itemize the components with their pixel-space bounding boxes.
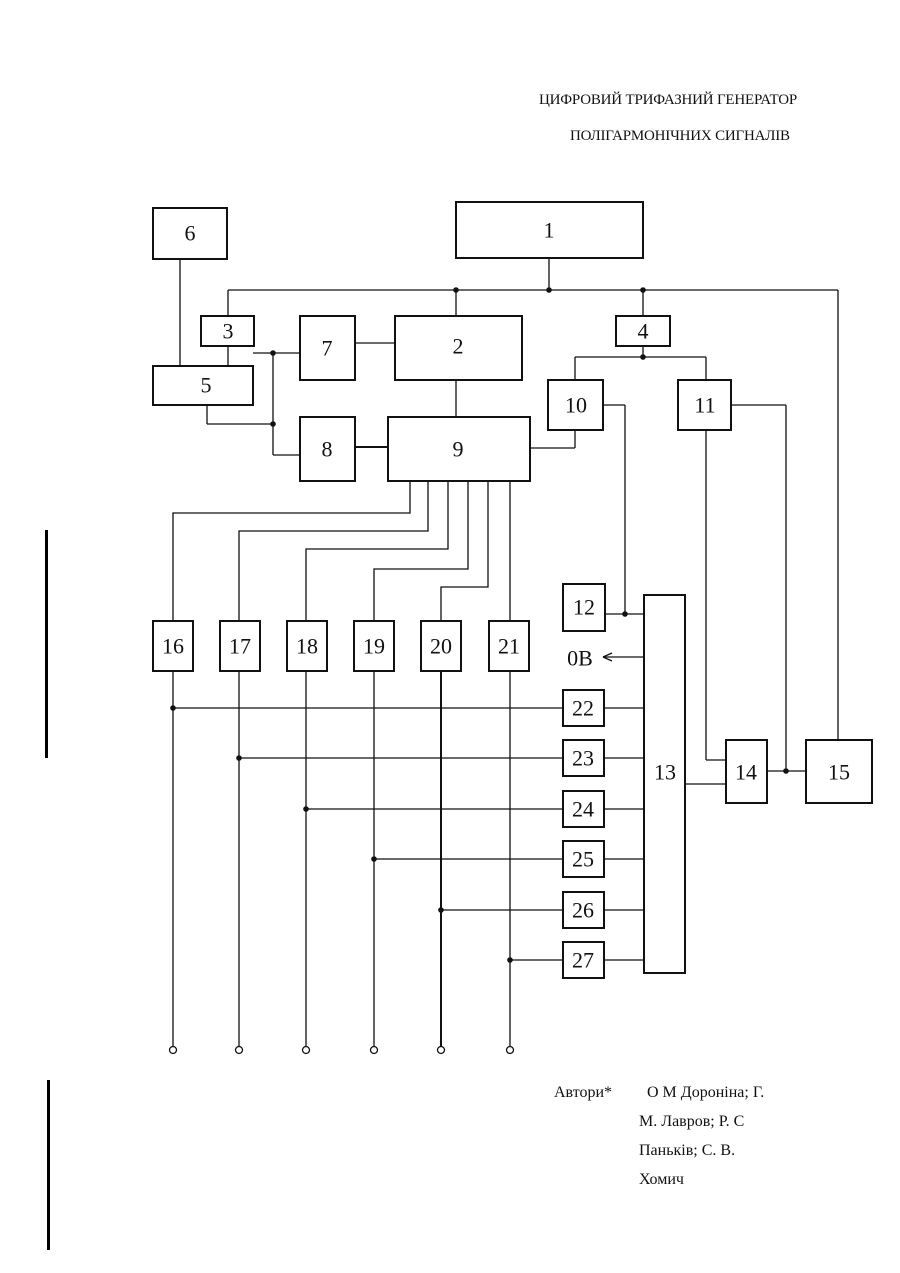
block-24-label: 24	[572, 797, 594, 822]
authors-names: О М Дороніна; Г. М. Лавров; Р. С Паньків…	[639, 1078, 764, 1194]
block-17-label: 17	[229, 634, 251, 659]
block-11-label: 11	[694, 393, 715, 418]
block-21-label: 21	[498, 634, 520, 659]
block-20-label: 20	[430, 634, 452, 659]
block-4-label: 4	[638, 319, 649, 344]
block-3-label: 3	[223, 319, 234, 344]
block-27-label: 27	[572, 948, 594, 973]
block-7-label: 7	[322, 336, 333, 361]
block-25-label: 25	[572, 847, 594, 872]
block-26-label: 26	[572, 898, 594, 923]
block-14-label: 14	[735, 760, 757, 785]
block-8-label: 8	[322, 437, 333, 462]
block-5-label: 5	[201, 373, 212, 398]
block-9-label: 9	[453, 437, 464, 462]
block-19-label: 19	[363, 634, 385, 659]
block-13-label: 13	[654, 760, 676, 785]
block-15-label: 15	[828, 760, 850, 785]
block-22-label: 22	[572, 696, 594, 721]
block-18-label: 18	[296, 634, 318, 659]
block-16-label: 16	[162, 634, 184, 659]
authors-line-4: Хомич	[639, 1165, 764, 1194]
block-12-label: 12	[573, 595, 595, 620]
block-6-label: 6	[185, 221, 196, 246]
block-1-label: 1	[544, 218, 555, 243]
authors-line-2: М. Лавров; Р. С	[639, 1107, 764, 1136]
block-10-label: 10	[565, 393, 587, 418]
authors-label: Автори*	[554, 1078, 612, 1107]
block-23-label: 23	[572, 746, 594, 771]
authors-line-1: О М Дороніна; Г.	[647, 1078, 764, 1107]
authors-line-3: Паньків; С. В.	[639, 1136, 764, 1165]
block-2-label: 2	[453, 334, 464, 359]
ov-label: 0B	[567, 646, 593, 671]
